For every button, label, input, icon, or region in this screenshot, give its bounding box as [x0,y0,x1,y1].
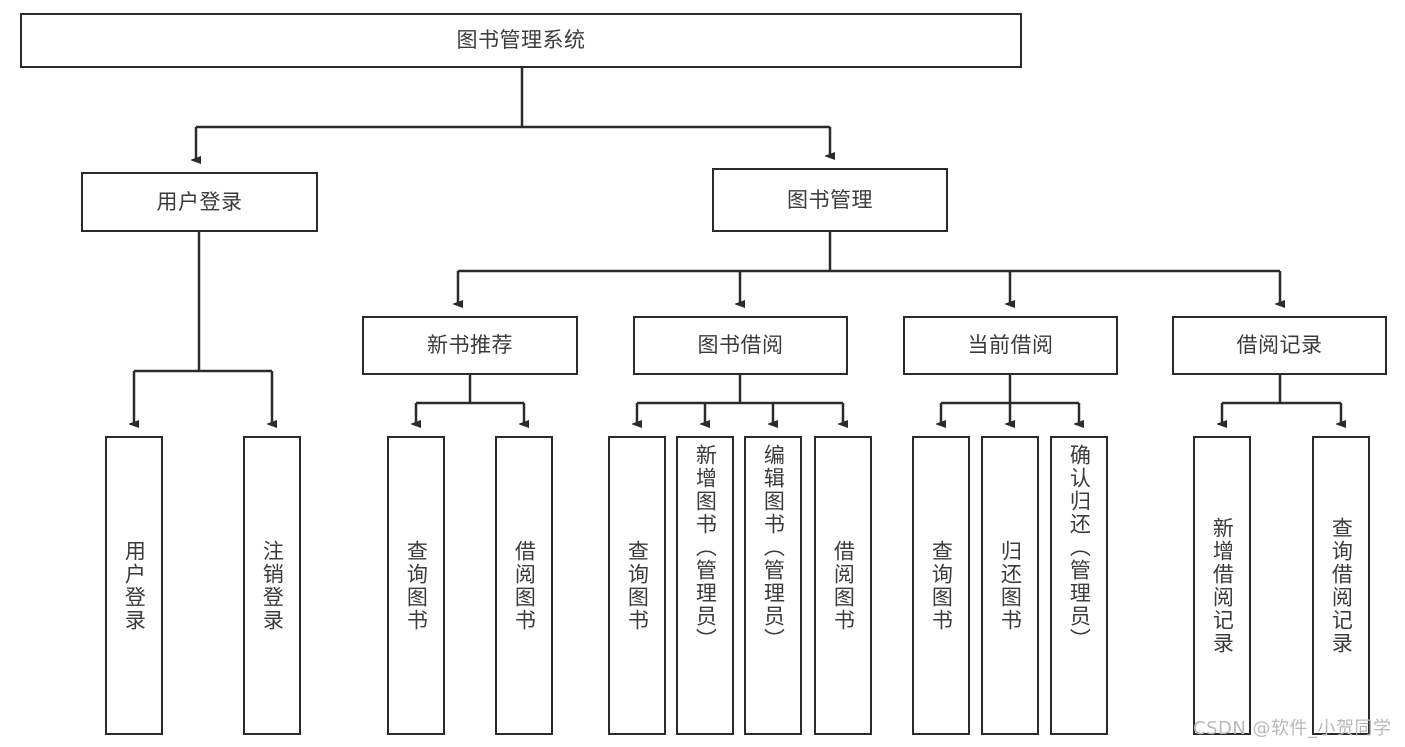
leaf-borrow-book-recommend[interactable]: 借阅图书 [495,436,553,735]
node-borrow-record[interactable]: 借阅记录 [1172,316,1387,375]
node-new-book-recommend[interactable]: 新书推荐 [362,316,578,375]
leaf-logout[interactable]: 注销登录 [243,436,301,735]
node-book-management[interactable]: 图书管理 [712,168,948,232]
leaf-borrow-book[interactable]: 借阅图书 [814,436,872,735]
leaf-confirm-return-admin[interactable]: 确认归还（管理员） [1050,436,1108,735]
leaf-add-borrow-record[interactable]: 新增借阅记录 [1193,436,1251,735]
node-root-system[interactable]: 图书管理系统 [20,13,1022,68]
leaf-return-book[interactable]: 归还图书 [981,436,1039,735]
leaf-query-book-borrow[interactable]: 查询图书 [608,436,666,735]
node-user-login[interactable]: 用户登录 [81,172,318,232]
leaf-user-login[interactable]: 用户登录 [105,436,163,735]
leaf-add-book-admin[interactable]: 新增图书（管理员） [676,436,734,735]
leaf-query-borrow-record[interactable]: 查询借阅记录 [1312,436,1370,735]
leaf-edit-book-admin[interactable]: 编辑图书（管理员） [744,436,802,735]
leaf-query-book-current[interactable]: 查询图书 [912,436,970,735]
node-book-borrow[interactable]: 图书借阅 [633,316,848,375]
csdn-watermark: CSDN @软件_小贺同学 [1193,718,1392,739]
leaf-query-book-recommend[interactable]: 查询图书 [387,436,445,735]
node-current-borrow[interactable]: 当前借阅 [903,316,1118,375]
